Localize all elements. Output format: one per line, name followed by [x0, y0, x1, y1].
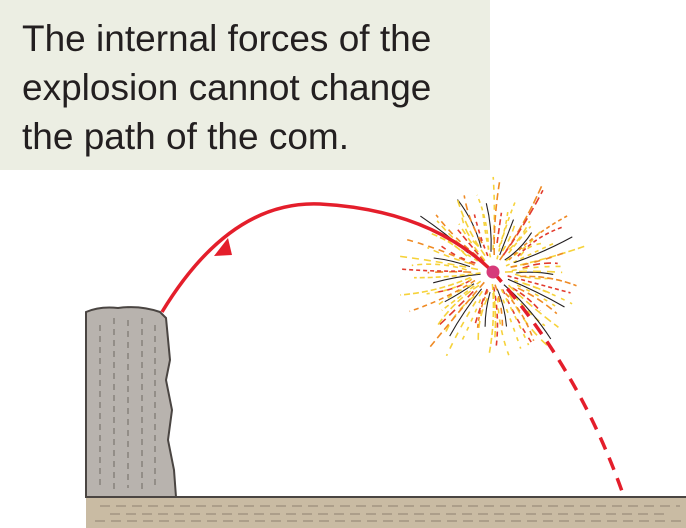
burst-ray: [520, 275, 577, 287]
burst-ray: [443, 295, 475, 336]
com-trajectory-dashed: [491, 270, 626, 498]
burst-ray: [508, 225, 532, 254]
burst-ray: [498, 209, 509, 248]
caption-line-3: the path of the com.: [22, 116, 350, 157]
burst-ray: [492, 286, 499, 350]
burst-ray: [516, 271, 554, 275]
ground-fill: [86, 497, 686, 528]
center-of-mass-dot: [486, 265, 500, 279]
burst-ray: [505, 292, 535, 342]
burst-ray: [401, 268, 463, 272]
burst-ray: [507, 278, 565, 308]
burst-ray: [496, 212, 503, 244]
burst-ray: [433, 273, 481, 284]
trajectory-arrowhead: [214, 238, 232, 256]
burst-ray: [406, 238, 475, 266]
burst-ray: [457, 229, 485, 262]
burst-ray: [476, 290, 489, 329]
burst-ray: [510, 250, 569, 268]
burst-ray: [409, 279, 476, 313]
burst-ray: [507, 284, 559, 328]
burst-ray: [493, 181, 501, 256]
burst-ray: [436, 284, 472, 307]
burst-ray: [433, 257, 471, 268]
burst-ray: [426, 278, 473, 295]
burst-ray: [499, 219, 515, 256]
burst-ray: [445, 290, 483, 357]
burst-ray: [427, 270, 472, 274]
burst-ray: [501, 220, 517, 252]
burst-ray: [485, 203, 492, 252]
burst-ray: [504, 270, 563, 274]
burst-ray: [461, 217, 479, 248]
burst-ray: [519, 242, 542, 257]
burst-ray: [437, 290, 474, 327]
burst-ray: [411, 263, 467, 271]
burst-ray: [511, 265, 566, 272]
ground: [86, 496, 686, 528]
cliff: [85, 306, 178, 498]
caption-line-1: The internal forces of the: [22, 18, 432, 59]
burst-ray: [397, 255, 479, 271]
burst-ray: [514, 279, 573, 305]
burst-ray: [477, 297, 489, 341]
burst-ray: [517, 287, 558, 315]
burst-ray: [449, 288, 483, 337]
burst-ray: [437, 284, 480, 326]
burst-ray: [522, 262, 558, 269]
burst-ray: [494, 284, 504, 330]
caption-box: The internal forces of the explosion can…: [0, 0, 490, 170]
burst-ray: [504, 232, 533, 261]
burst-ray: [437, 279, 472, 293]
burst-ray: [492, 291, 497, 338]
burst-ray: [496, 288, 508, 327]
burst-ray: [502, 189, 544, 256]
burst-ray: [501, 289, 536, 348]
burst-ray: [508, 293, 550, 348]
burst-ray: [458, 223, 486, 262]
burst-ray: [441, 280, 482, 312]
burst-ray: [413, 272, 481, 279]
burst-ray: [502, 299, 522, 349]
burst-ray: [400, 276, 471, 296]
burst-ray: [511, 287, 541, 312]
burst-ray: [474, 288, 488, 326]
burst-ray: [484, 291, 491, 327]
burst-ray: [508, 215, 568, 261]
burst-ray: [427, 246, 471, 265]
burst-ray: [514, 236, 573, 264]
burst-ray: [507, 275, 571, 294]
caption-line-2: explosion cannot change: [22, 67, 432, 108]
burst-ray: [497, 297, 510, 356]
cliff-body: [85, 306, 178, 498]
burst-ray: [505, 242, 554, 267]
burst-ray: [476, 194, 490, 250]
explosion-burst: [397, 176, 585, 357]
burst-ray: [439, 244, 476, 264]
burst-ray: [457, 199, 482, 248]
burst-ray: [463, 195, 483, 244]
burst-ray: [481, 211, 492, 258]
cliff-texture: [99, 318, 156, 492]
ground-texture: [95, 505, 684, 522]
burst-ray: [456, 197, 486, 257]
burst-ray: [516, 284, 556, 307]
burst-ray: [473, 214, 489, 257]
burst-ray: [508, 220, 531, 250]
burst-ray: [500, 288, 530, 346]
burst-ray: [488, 283, 495, 356]
com-trajectory-solid: [160, 202, 495, 313]
burst-ray: [517, 225, 565, 257]
